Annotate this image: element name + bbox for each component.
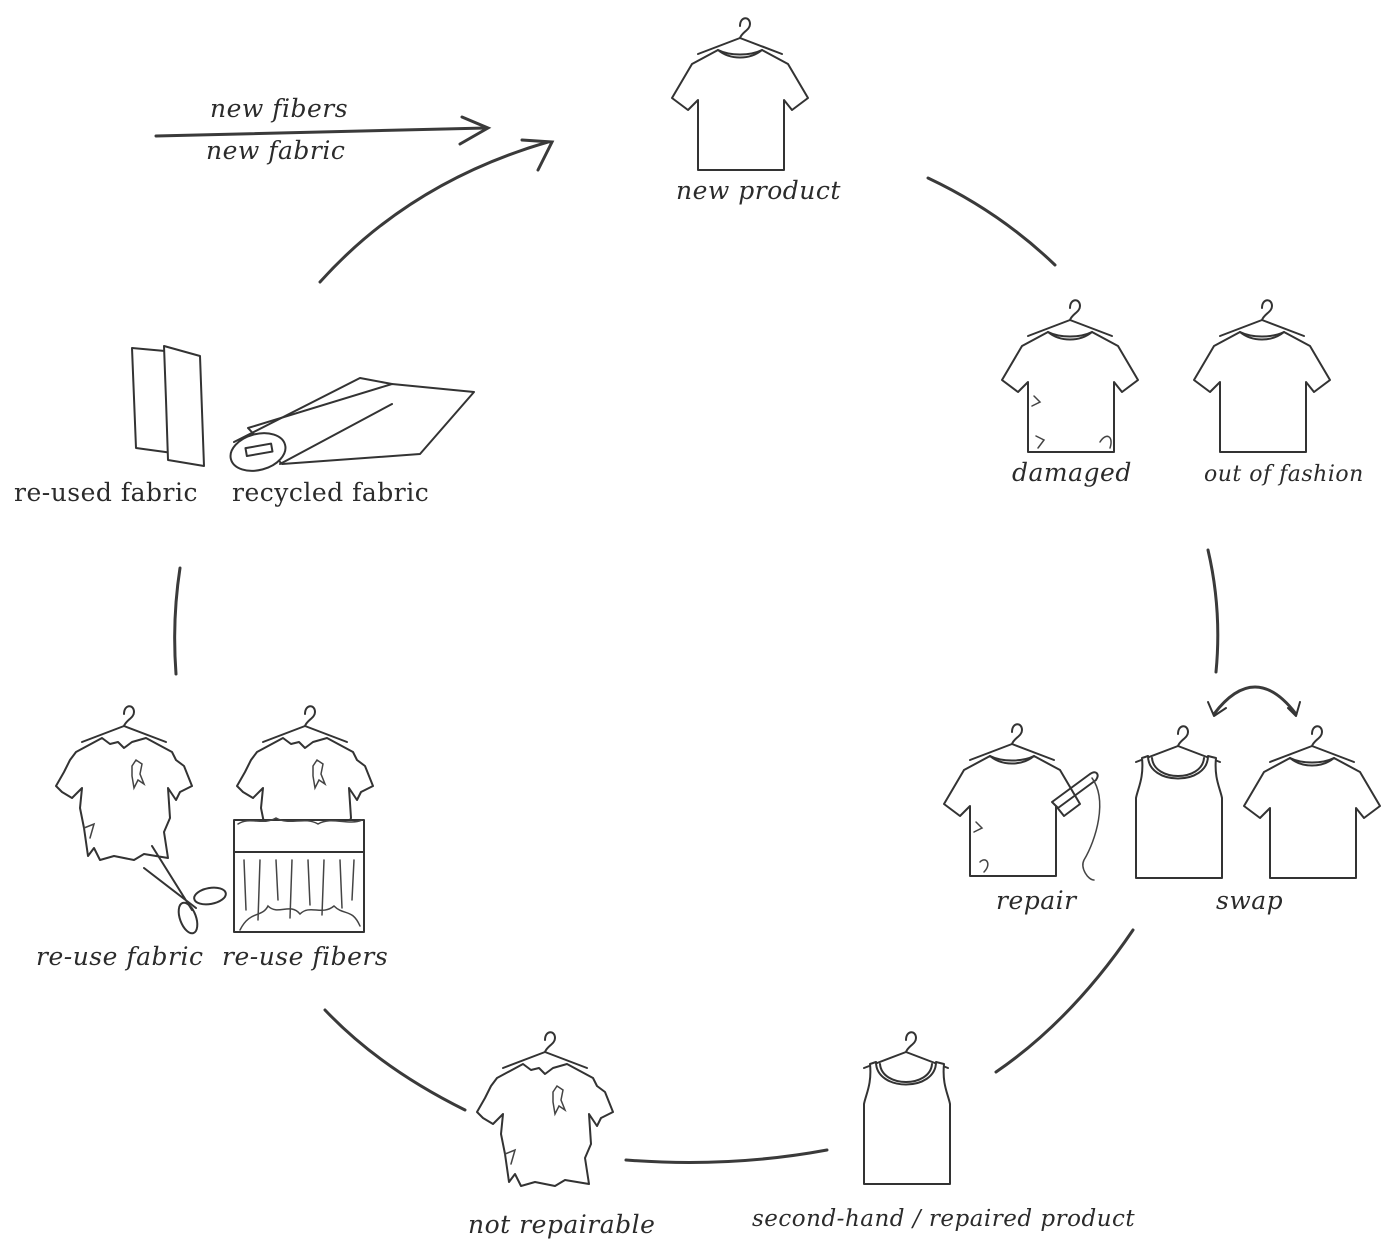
re-used-fabric-label: re-used fabric [14,478,198,507]
swap-label: swap [1216,886,1283,915]
new-fibers-label: new fibers [210,94,348,123]
new-product-label: new product [676,176,841,205]
tshirt-hanger-icon [944,724,1080,876]
swap-arrow-icon [1214,687,1296,714]
tank-top-hanger-icon [1136,726,1222,878]
tshirt-hanger-icon [1002,300,1138,452]
tshirt-hanger-icon [1244,726,1380,878]
not-repairable-label: not repairable [468,1210,655,1239]
cycle-arc-top-right [928,178,1055,265]
tank-top-hanger-icon [864,1032,950,1184]
damaged-label: damaged [1012,458,1132,487]
cycle-arc-lower-left [325,1010,465,1110]
tshirt-hanger-icon [477,1032,613,1186]
scissors-icon [144,846,227,936]
recycled-fabric-label: recycled fabric [232,478,429,507]
re-use-fabric-label: re-use fabric [36,942,203,971]
repair-label: repair [996,886,1077,915]
fabric-sheets-icon [132,346,204,466]
new-fibers-arrow-head [460,117,488,144]
cycle-arc-bottom [626,1150,827,1162]
new-fabric-label: new fabric [206,136,345,165]
tshirt-hanger-icon [1194,300,1330,452]
cycle-arc-lower-right [996,930,1133,1072]
shredder-icon [234,818,364,932]
cycle-arc-top-left [320,142,548,282]
tshirt-hanger-icon [672,18,808,170]
out-of-fashion-label: out of fashion [1204,462,1364,487]
cycle-arc-left [175,568,180,674]
re-use-fibers-label: re-use fibers [222,942,388,971]
tshirt-hanger-icon [56,706,192,860]
cycle-arc-right [1208,550,1218,672]
second-hand-label: second-hand / repaired product [752,1206,1135,1232]
new-fibers-arrow [156,128,486,136]
fabric-roll-icon [226,378,474,477]
